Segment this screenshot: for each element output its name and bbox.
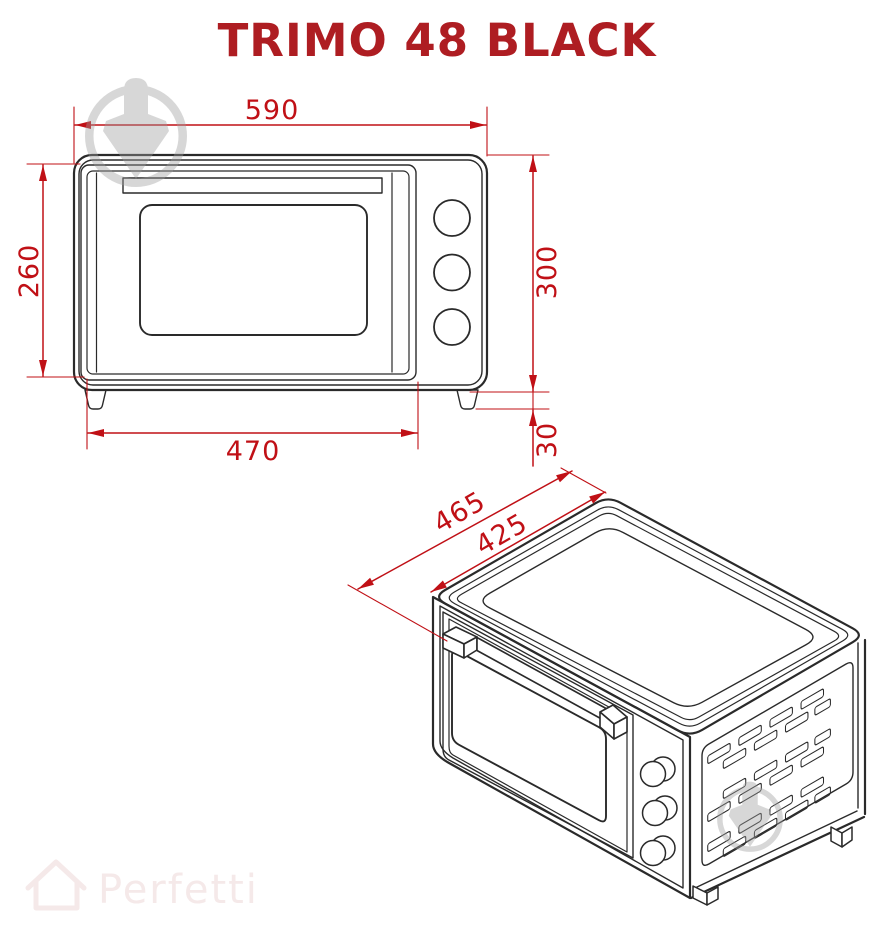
vent-slot	[814, 786, 831, 804]
vent-slot	[722, 777, 747, 799]
vent-slot	[800, 688, 825, 710]
vent-slot	[707, 800, 731, 822]
front-view-body	[72, 153, 489, 392]
iso-foot-front-face	[692, 885, 708, 906]
vent-slot	[769, 794, 793, 816]
iso-knob-top	[639, 760, 667, 788]
vent-slot	[814, 728, 831, 746]
iso-knob-middle	[641, 799, 669, 827]
front-view-knobs	[433, 199, 471, 346]
front-body-inner-outline	[78, 159, 483, 386]
iso-handle-right-cap-side	[613, 716, 628, 740]
iso-side-panel	[701, 661, 854, 867]
iso-front-outer	[431, 595, 692, 900]
iso-foot-back-side	[841, 826, 853, 848]
dim-425-line	[430, 491, 606, 593]
dim-overall-height-300: 300	[469, 154, 563, 393]
vent-slot	[784, 799, 809, 821]
watermark-logo-top-left	[85, 78, 187, 187]
iso-top-inset-2	[456, 512, 840, 721]
vent-slot	[800, 746, 825, 768]
iso-vent-slots	[707, 688, 831, 857]
front-door-inner	[86, 170, 410, 375]
iso-door-inner	[448, 618, 628, 853]
vent-band-middle	[707, 728, 831, 822]
front-knob-top	[433, 199, 471, 237]
front-foot-right	[456, 389, 479, 410]
house-icon	[25, 859, 87, 911]
vent-slot	[738, 724, 762, 746]
vent-slot	[800, 776, 825, 798]
watermark-ring-icon	[717, 786, 783, 852]
iso-front-inner	[439, 605, 684, 889]
front-body-outer-outline	[72, 153, 489, 392]
dim-465-ext-front	[347, 584, 448, 642]
vent-slot	[753, 729, 778, 751]
iso-feet	[692, 826, 853, 906]
iso-knob-bottom	[639, 839, 667, 867]
dim-260-label: 260	[14, 244, 45, 299]
vent-slot	[814, 698, 831, 716]
dim-door-width-470: 470	[86, 378, 419, 467]
vent-slot	[753, 759, 778, 781]
watermark-plumb-icon	[728, 781, 772, 847]
front-view-door	[80, 164, 417, 381]
dim-door-height-260: 260	[14, 163, 85, 378]
vent-slot	[769, 764, 793, 786]
iso-side-bottom-edge-inner	[694, 810, 858, 889]
front-knob-bottom	[433, 308, 471, 346]
vent-slot	[784, 711, 809, 733]
vent-slot	[722, 835, 747, 857]
front-view-feet	[84, 389, 479, 410]
iso-top-panel	[482, 528, 814, 707]
front-knob-middle	[433, 253, 471, 292]
page-title: TRIMO 48 BLACK	[218, 14, 658, 67]
front-door-vent-slot	[122, 177, 383, 194]
front-door-window	[139, 204, 368, 336]
vent-slot	[707, 830, 731, 852]
vent-slot	[784, 741, 809, 763]
watermark-brand-bottom-left: Perfetti	[25, 859, 259, 913]
watermark-logo-bottom-right	[717, 781, 783, 852]
dim-590-label: 590	[245, 95, 300, 126]
vent-slot	[753, 817, 778, 839]
dim-470-label: 470	[226, 436, 281, 467]
vent-slot	[722, 747, 747, 769]
watermark-plumb-icon	[103, 78, 169, 179]
vent-slot	[769, 706, 793, 728]
front-door-outer	[80, 164, 417, 381]
vent-band-bottom	[707, 776, 831, 857]
iso-foot-front-side	[706, 886, 719, 906]
vent-slot	[707, 742, 731, 764]
iso-door-outer	[442, 611, 634, 859]
watermark-ring-icon	[85, 85, 187, 187]
iso-knobs	[639, 756, 678, 867]
iso-top-inset-1	[448, 506, 849, 727]
dim-300-label: 300	[532, 245, 563, 300]
dim-465-ext-back	[560, 467, 607, 494]
vent-band-top	[707, 688, 831, 769]
dim-top-width-590: 590	[73, 95, 488, 164]
vent-slot	[738, 812, 762, 834]
iso-door-handle	[442, 626, 628, 740]
dim-30-label: 30	[532, 422, 563, 458]
dim-feet-height-30: 30	[475, 391, 563, 467]
iso-view: 465 425	[347, 467, 867, 906]
brand-watermark-text: Perfetti	[98, 867, 259, 913]
front-view: 590 260 300 30 470	[14, 95, 563, 467]
iso-foot-back-face	[830, 826, 843, 848]
front-foot-left	[84, 389, 107, 410]
vent-slot	[738, 782, 762, 804]
